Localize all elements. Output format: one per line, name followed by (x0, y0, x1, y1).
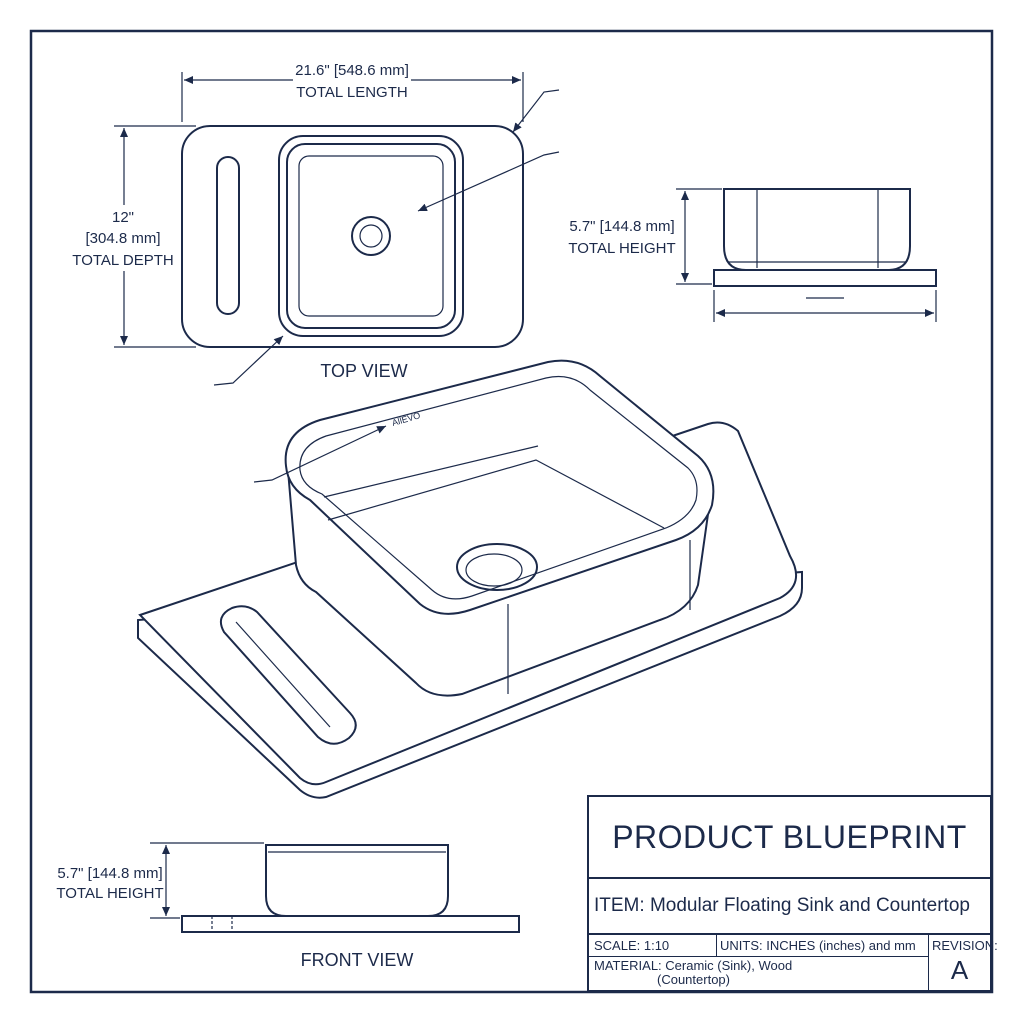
title-block-title: PRODUCT BLUEPRINT (589, 797, 990, 879)
iso-towel-slot (219, 605, 357, 745)
iso-basin-rim (284, 359, 715, 615)
material-line-1: MATERIAL: Ceramic (Sink), Wood (594, 958, 793, 973)
side-height-value: 5.7" [144.8 mm] (569, 218, 674, 235)
front-view-basin (265, 844, 449, 917)
front-height-value: 5.7" [144.8 mm] (57, 865, 162, 882)
side-height-caption: TOTAL HEIGHT (568, 240, 675, 257)
title-block-scale: SCALE: 1:10 (589, 935, 717, 957)
depth-dimension-inches: 12" (112, 209, 134, 226)
top-view-basin-rim-outer (278, 135, 464, 337)
depth-dimension-mm: [304.8 mm] (85, 230, 160, 247)
top-view-basin-rim-inner (286, 143, 456, 329)
iso-drain-outer (456, 543, 538, 591)
top-view-label: TOP VIEW (320, 361, 407, 381)
side-view-basin (723, 188, 911, 271)
title-block-item: ITEM: Modular Floating Sink and Countert… (589, 879, 990, 935)
top-view: 21.6" [548.6 mm] TOTAL LENGTH 12" [304.8… (72, 58, 560, 386)
top-view-basin-floor (298, 155, 444, 317)
title-block: PRODUCT BLUEPRINT ITEM: Modular Floating… (587, 795, 998, 992)
top-view-towel-slot (216, 156, 240, 315)
top-view-drain-inner (359, 224, 383, 248)
depth-dimension-caption: TOTAL DEPTH (72, 252, 173, 269)
title-block-units: UNITS: INCHES (inches) and mm (717, 935, 929, 957)
sheet-border (29, 29, 994, 994)
top-view-drain-outer (351, 216, 391, 256)
length-dimension-caption: TOTAL LENGTH (296, 84, 407, 101)
revision-label: REVISION: (932, 938, 998, 953)
side-view: 5.7" [144.8 mm] TOTAL HEIGHT (568, 188, 937, 322)
material-line-2: (Countertop) (657, 972, 730, 987)
title-block-revision: REVISION: A (929, 935, 998, 990)
revision-value: A (950, 955, 969, 985)
isometric-view: AllEVO (137, 359, 803, 799)
length-dimension-value: 21.6" [548.6 mm] (295, 62, 409, 79)
front-view-label: FRONT VIEW (301, 950, 414, 970)
iso-drain-inner (465, 553, 523, 587)
front-view: 5.7" [144.8 mm] TOTAL HEIGHT FRONT VIEW (56, 842, 520, 970)
front-height-caption: TOTAL HEIGHT (56, 885, 163, 902)
top-view-countertop (181, 125, 524, 348)
title-block-material: MATERIAL: Ceramic (Sink), Wood (Countert… (589, 957, 929, 990)
side-view-countertop (713, 269, 937, 287)
